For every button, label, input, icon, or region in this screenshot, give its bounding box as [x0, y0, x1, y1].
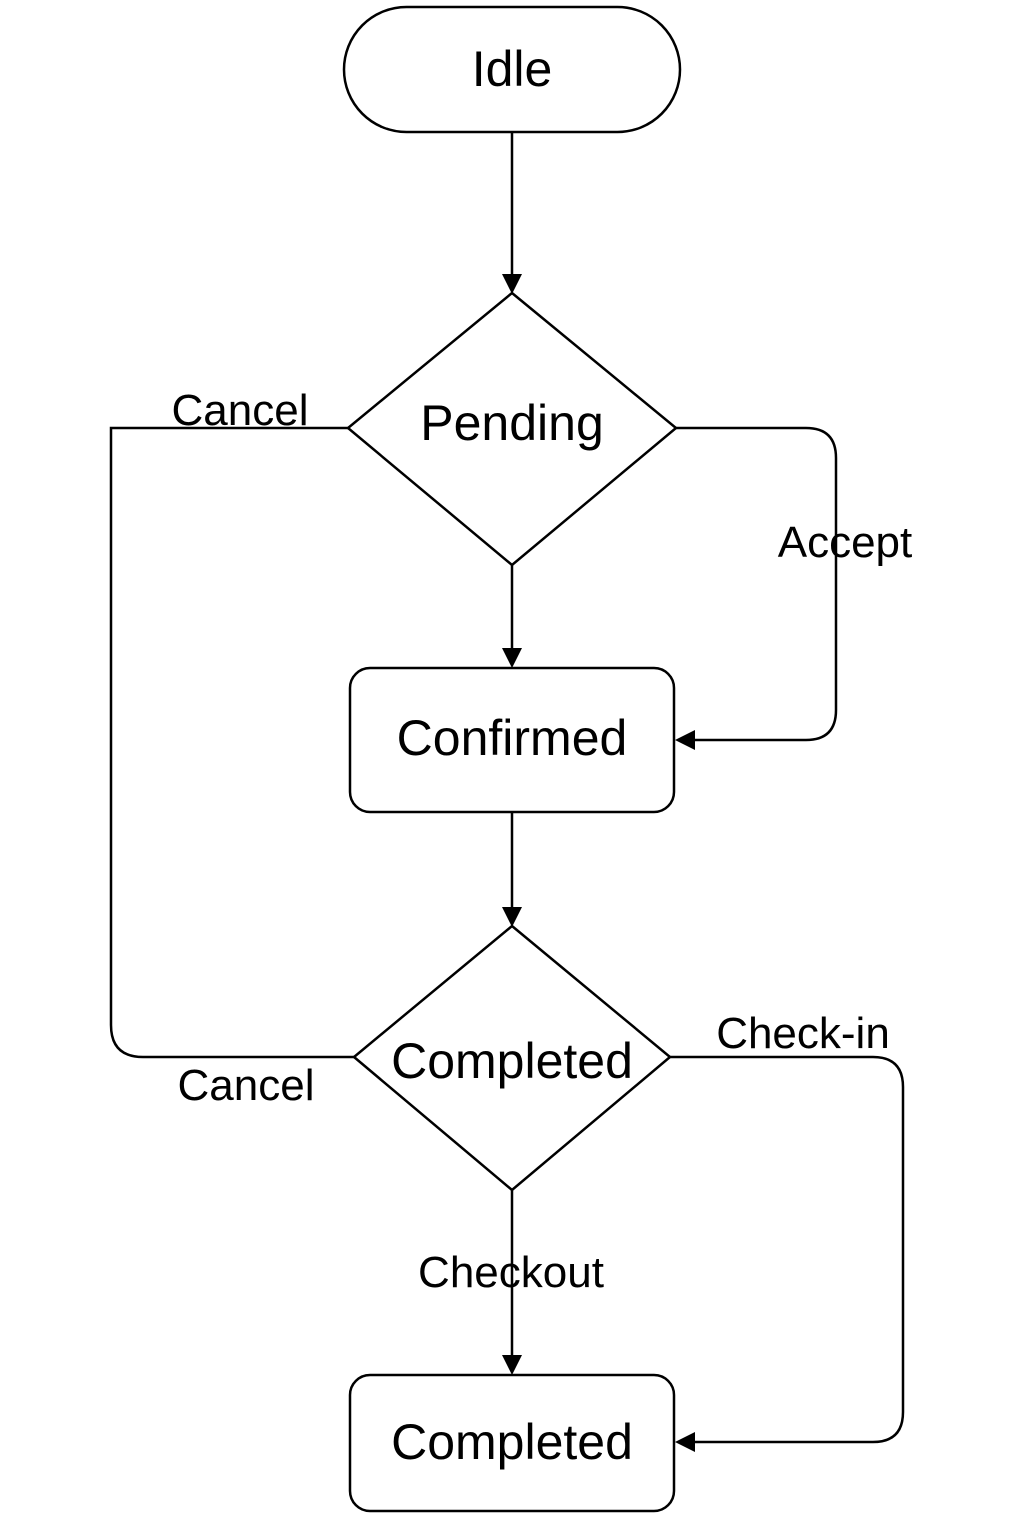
edge-line [670, 1055, 905, 1444]
edge-label-checkin: Check-in [716, 1009, 890, 1058]
edge-line [676, 426, 838, 742]
edge-pending-to-confirmed [502, 565, 522, 668]
node-pending-label: Pending [420, 395, 604, 451]
edge-confirmed-to-completed [502, 812, 522, 927]
edge-label-cancel-bottom: Cancel [178, 1061, 315, 1110]
node-completed-decision-label: Completed [391, 1033, 633, 1089]
node-confirmed: Confirmed [348, 666, 676, 814]
decision-shape [352, 924, 672, 1192]
process-shape [348, 1373, 676, 1513]
node-pending: Pending [346, 291, 678, 567]
arrowhead [675, 730, 695, 750]
node-confirmed-label: Confirmed [397, 710, 628, 766]
arrowhead [675, 1432, 695, 1452]
decision-shape [346, 291, 678, 567]
node-idle: Idle [342, 5, 682, 134]
edge-cancel-loop [109, 426, 354, 1059]
node-idle-label: Idle [472, 41, 553, 97]
arrowhead [502, 1355, 522, 1375]
edge-label-accept: Accept [778, 518, 913, 567]
arrowhead [502, 648, 522, 668]
arrowhead [502, 907, 522, 927]
edge-completed-checkin [670, 1055, 905, 1452]
node-completed-final: Completed [348, 1373, 676, 1513]
node-completed-decision: Completed [352, 924, 672, 1192]
node-completed-final-label: Completed [391, 1414, 633, 1470]
edge-completed-checkout [502, 1190, 522, 1375]
edge-idle-to-pending [502, 132, 522, 294]
edge-label-checkout: Checkout [418, 1248, 604, 1297]
edge-label-cancel-top: Cancel [172, 386, 309, 435]
terminator-shape [342, 5, 682, 134]
arrowhead [502, 274, 522, 294]
edge-pending-accept [675, 426, 838, 750]
process-shape [348, 666, 676, 814]
edge-line [109, 426, 354, 1059]
